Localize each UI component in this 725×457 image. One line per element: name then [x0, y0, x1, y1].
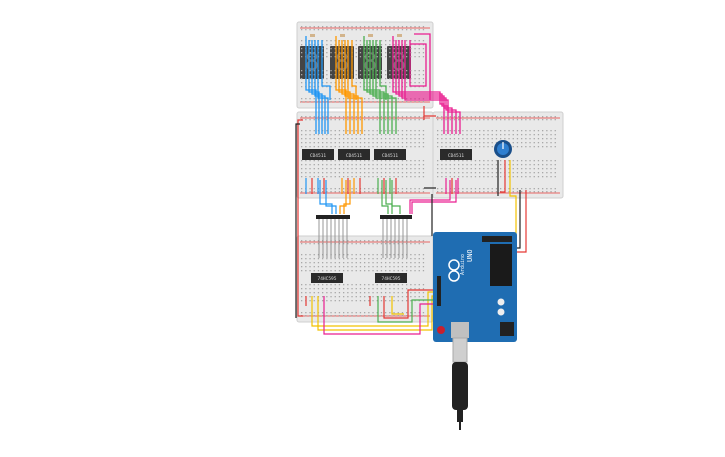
ribbon-connector-left: [316, 215, 350, 258]
shift-register-chip-1[interactable]: 74HC595: [311, 273, 343, 283]
decoder-chip-2[interactable]: CD4511: [338, 149, 370, 160]
arduino-model-label: UNO: [466, 249, 474, 262]
wires-decoder-bottom: [305, 178, 459, 214]
decoder-chip-3[interactable]: CD4511: [374, 149, 406, 160]
decoder-chip-1-label: CD4511: [310, 153, 327, 159]
shift-register-chip-2[interactable]: 74HC595: [375, 273, 407, 283]
shift-register-chip-1-label: 74HC595: [318, 276, 337, 282]
wires-blue: [305, 36, 331, 134]
usb-cable[interactable]: [452, 337, 468, 430]
power-jack[interactable]: [500, 322, 514, 336]
potentiometer[interactable]: [494, 140, 512, 158]
usb-port[interactable]: [451, 322, 469, 338]
wires-orange: [335, 36, 363, 134]
decoder-chip-2-label: CD4511: [346, 153, 363, 159]
arduino-logo-icon: [448, 259, 460, 282]
wires-magenta: [392, 33, 461, 134]
resistors-top: [310, 34, 402, 37]
arduino-uno-board[interactable]: Arduino UNO: [433, 232, 517, 342]
decoder-chip-1[interactable]: CD4511: [302, 149, 334, 160]
shift-register-chip-2-label: 74HC595: [382, 276, 401, 282]
decoder-chip-3-label: CD4511: [382, 153, 399, 159]
decoder-chip-4[interactable]: CD4511: [440, 149, 472, 160]
reset-button[interactable]: [437, 326, 445, 334]
wires-green: [363, 36, 397, 134]
arduino-brand-label: Arduino: [460, 254, 466, 275]
wires-power: [295, 106, 527, 318]
decoder-chip-4-label: CD4511: [448, 153, 465, 159]
ribbon-connector-right: [380, 215, 412, 258]
